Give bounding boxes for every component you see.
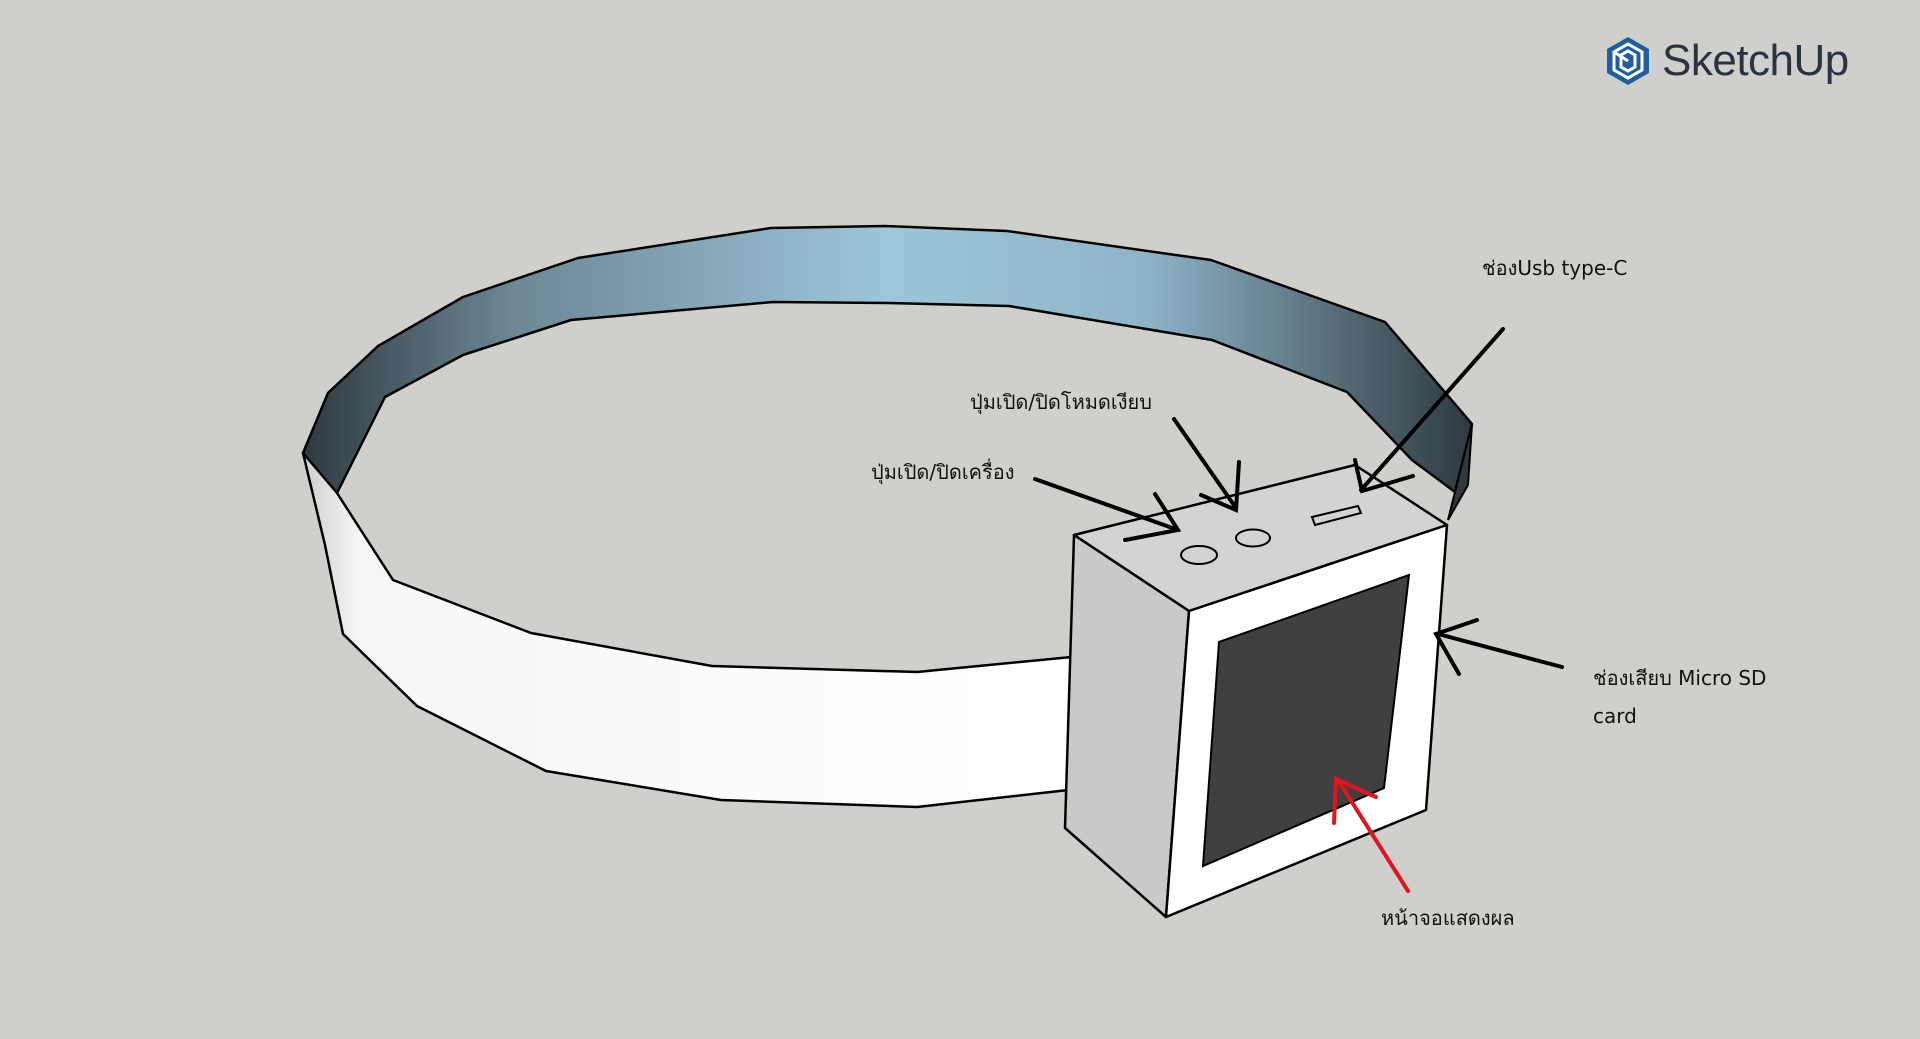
power-button-arrow bbox=[1033, 477, 1182, 542]
brand-watermark: SketchUp bbox=[1604, 34, 1849, 88]
sketchup-logo-icon bbox=[1607, 37, 1649, 85]
display-screen-label: หน้าจอแสดงผล bbox=[1381, 906, 1515, 930]
usb-port-arrow bbox=[1353, 327, 1505, 494]
silent-mode-button-label: ปุ่มเปิด/ปิดโหมดเงียบ bbox=[970, 390, 1152, 414]
micro-sd-slot-arrow bbox=[1433, 618, 1564, 676]
strap-right-end bbox=[1447, 423, 1473, 521]
power-button-shape bbox=[1180, 545, 1218, 565]
usb-port-label: ช่องUsb type-C bbox=[1482, 256, 1628, 280]
display-screen bbox=[1201, 573, 1411, 868]
display-screen-arrow bbox=[1332, 775, 1410, 893]
brand-name: SketchUp bbox=[1662, 36, 1849, 85]
strap-outer-surface bbox=[301, 451, 1115, 809]
usb-port-shape bbox=[1310, 504, 1363, 527]
power-button-label: ปุ่มเปิด/ปิดเครื่อง bbox=[871, 460, 1015, 484]
silent-mode-button-shape bbox=[1235, 528, 1271, 548]
silent-mode-button-arrow bbox=[1172, 417, 1241, 513]
micro-sd-slot-label: ช่องเสียบ Micro SD card bbox=[1593, 666, 1767, 728]
